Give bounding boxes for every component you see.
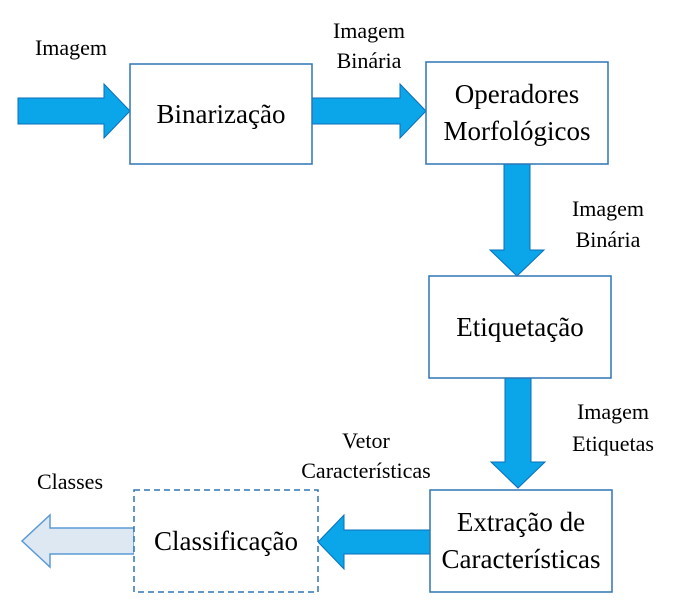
ext-to-class-label-line2: Características [301,458,431,483]
ops-to-etiq-arrow [488,163,546,277]
etiquetacao-block [428,275,612,379]
bin-to-ops-arrow [311,82,427,140]
operadores-label-line2: Morfológicos [444,116,591,146]
ops-to-etiq-label-line2: Binária [576,227,641,252]
output-edge-label: Classes [37,469,103,494]
bin-to-ops-label-line2: Binária [337,48,402,73]
ops-to-etiq-label-line1: Imagem [572,196,644,221]
operadores-block [425,61,609,165]
output-arrow [20,513,135,569]
bin-to-ops-label-line1: Imagem [333,18,405,43]
etiq-to-ext-label-line1: Imagem [577,399,649,424]
etiq-to-ext-arrow [489,377,547,489]
extracao-label-line1: Extração de [457,507,585,537]
classificacao-label: Classificação [154,526,298,556]
ext-to-class-arrow [317,513,431,571]
extracao-block [429,489,613,593]
extracao-label-line2: Características [442,544,601,574]
ext-to-class-label-line1: Vetor [342,428,390,453]
operadores-label-line1: Operadores [455,79,579,109]
input-edge-label: Imagem [35,35,107,60]
etiquetacao-label: Etiquetação [456,312,583,342]
binarizacao-block [129,63,313,165]
binarizacao-label: Binarização [157,99,286,129]
etiq-to-ext-label-line2: Etiquetas [572,431,654,456]
input-arrow [17,82,131,140]
classificacao-block [133,489,319,593]
